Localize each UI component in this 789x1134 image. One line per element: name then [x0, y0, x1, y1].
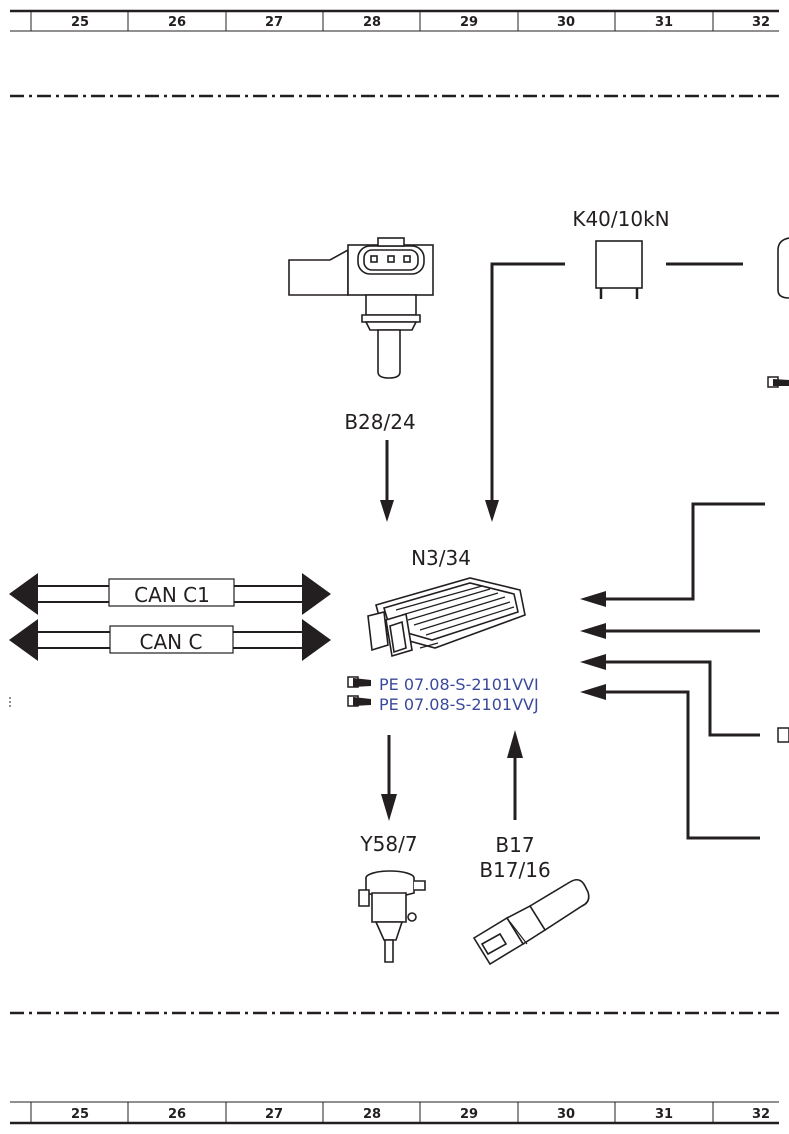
can-c-bus [9, 619, 331, 661]
reference-hand-icon-edge [767, 376, 789, 388]
control-unit-label: N3/34 [411, 546, 471, 570]
grid-col-27-bottom: 27 [265, 1107, 283, 1122]
input-wire-4 [606, 690, 760, 840]
valve-arrow [381, 794, 397, 821]
input-arrow-3 [580, 654, 606, 670]
grid-col-27: 27 [265, 15, 283, 30]
grid-col-26: 26 [168, 15, 186, 30]
grid-col-31-bottom: 31 [655, 1107, 673, 1122]
relay-label: K40/10kN [572, 207, 669, 231]
grid-col-32-bottom: 32 [752, 1107, 770, 1122]
input-arrow-4 [580, 684, 606, 700]
reference-hand-icon-1 [347, 676, 371, 688]
grid-col-30: 30 [557, 15, 575, 30]
can-c-label: CAN C [140, 630, 203, 654]
relay-wire [490, 262, 565, 500]
grid-col-32: 32 [752, 15, 770, 30]
grid-col-31: 31 [655, 15, 673, 30]
temperature-sensor-icon [472, 878, 590, 966]
pressure-sensor-label: B28/24 [344, 410, 415, 434]
input-arrow-1 [580, 591, 606, 607]
can-c1-bus [9, 573, 331, 615]
valve-icon [358, 870, 426, 963]
grid-col-26-bottom: 26 [168, 1107, 186, 1122]
grid-col-30-bottom: 30 [557, 1107, 575, 1122]
can-c1-label: CAN C1 [134, 583, 210, 607]
reference-link-1[interactable]: PE 07.08-S-2101VVI [379, 675, 539, 694]
grid-col-25: 25 [71, 15, 89, 30]
top-grid-ruler: 25 26 27 28 29 30 31 32 [10, 9, 779, 32]
input-wire-3 [606, 660, 760, 737]
b17-arrow [507, 730, 523, 758]
bottom-grid-ruler: 25 26 27 28 29 30 31 32 [10, 1101, 779, 1125]
relay-icon [595, 240, 643, 299]
grid-col-28-bottom: 28 [363, 1107, 381, 1122]
relay-arrow [485, 500, 499, 522]
reference-hand-icon-2 [347, 695, 371, 707]
input-arrow-2 [580, 623, 606, 639]
grid-col-29: 29 [460, 15, 478, 30]
grid-col-29-bottom: 29 [460, 1107, 478, 1122]
grid-col-28: 28 [363, 15, 381, 30]
pressure-sensor-arrow [380, 500, 394, 522]
valve-label: Y58/7 [359, 832, 417, 856]
input-wire-1 [606, 502, 765, 601]
control-unit-icon [367, 577, 526, 658]
b17-label: B17 [495, 833, 534, 857]
pressure-sensor-icon [288, 237, 434, 379]
b17-16-label: B17/16 [479, 858, 550, 882]
reference-link-2[interactable]: PE 07.08-S-2101VVJ [379, 695, 539, 714]
grid-col-25-bottom: 25 [71, 1107, 89, 1122]
